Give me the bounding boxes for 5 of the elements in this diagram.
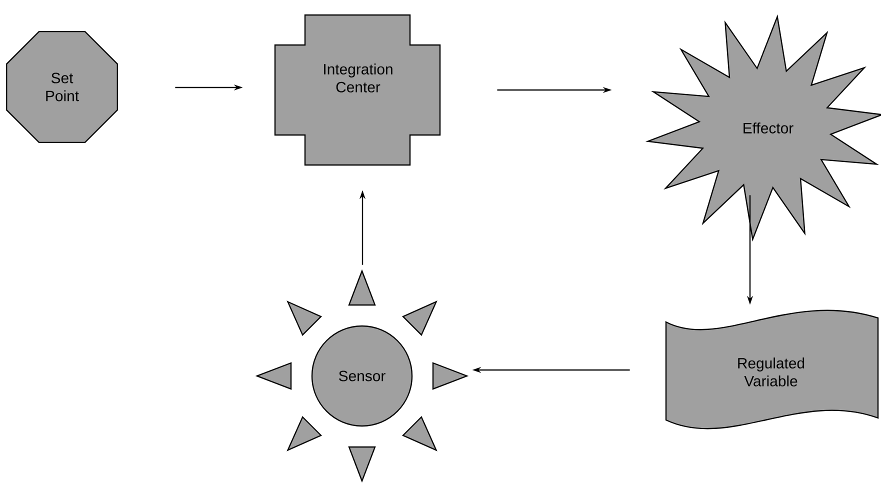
node-label: Set Point [46, 72, 79, 102]
node-label: Integration Center [324, 64, 392, 92]
node-label: Effector [744, 122, 794, 134]
node-label: Regulated Variable [738, 358, 804, 386]
node-label: Sensor [339, 370, 386, 382]
